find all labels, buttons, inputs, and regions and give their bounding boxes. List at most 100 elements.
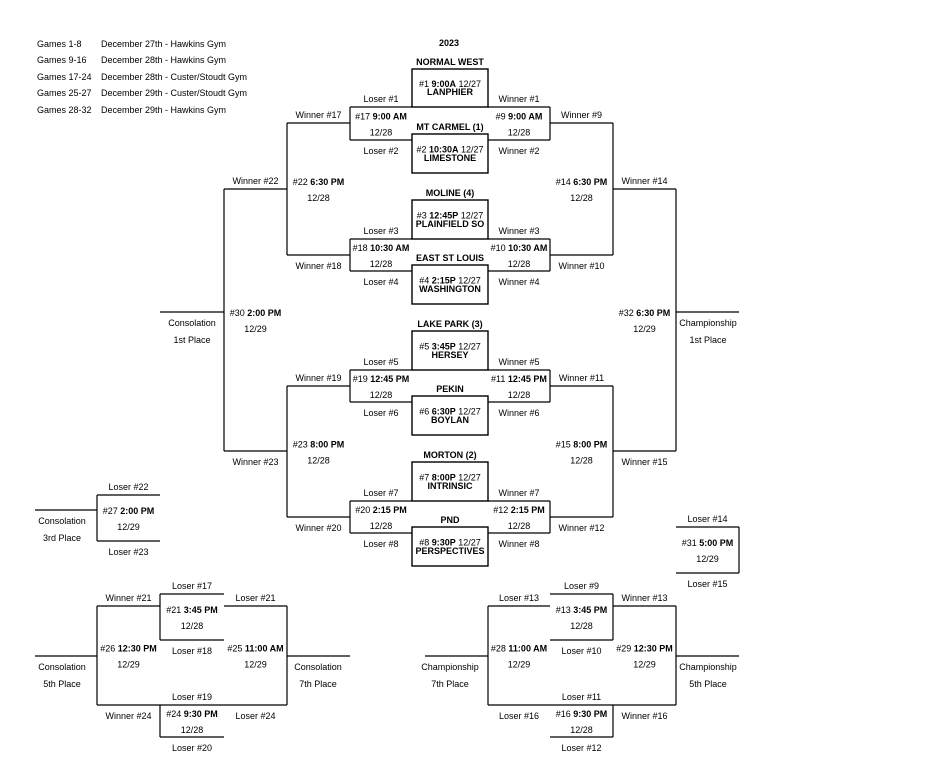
game-time: 3:45 PM (573, 605, 607, 615)
game-date: 12/29 (508, 660, 531, 670)
slot-top: Loser #14 (687, 514, 727, 524)
first-round-game-info: #6 6:30P 12/27 (419, 407, 481, 417)
game-time: 11:00 AM (245, 644, 284, 654)
first-round-box (411, 526, 489, 567)
game-number: #26 (100, 644, 118, 654)
game-date: 12/28 (508, 128, 531, 138)
game-time: 9:00A (431, 79, 456, 89)
schedule-info: December 28th - Hawkins Gym (101, 55, 226, 65)
game-time: 6:30P (432, 407, 456, 417)
game-time: 3:45 PM (184, 605, 218, 615)
game-time: 12:45P (429, 211, 458, 221)
game-date: 12/28 (570, 725, 593, 735)
game-number: #2 (416, 145, 429, 155)
game-info: #11 12:45 PM (491, 374, 547, 384)
slot-bottom: Loser #8 (363, 539, 398, 549)
team-top: LAKE PARK (3) (417, 319, 482, 329)
game-info: #20 2:15 PM (355, 505, 407, 515)
slot-top: Loser #21 (235, 593, 275, 603)
game-info: #21 3:45 PM (166, 605, 218, 615)
first-round-game-info: #3 12:45P 12/27 (417, 211, 484, 221)
game-number: #28 (491, 644, 509, 654)
placement-label: 1st Place (173, 335, 210, 345)
game-info: #12 2:15 PM (493, 505, 545, 515)
placement-label: Consolation (38, 662, 86, 672)
placement-label: Championship (421, 662, 479, 672)
first-round-game-info: #2 10:30A 12/27 (416, 145, 483, 155)
game-number: #25 (227, 644, 245, 654)
slot-bottom: Winner #24 (105, 711, 151, 721)
game-info: #16 9:30 PM (556, 709, 608, 719)
team-bottom: INTRINSIC (428, 481, 474, 491)
slot-top: Winner #1 (498, 94, 539, 104)
schedule-games: Games 9-16 (37, 55, 87, 65)
game-info: #14 6:30 PM (556, 177, 608, 187)
game-time: 11:00 AM (508, 644, 547, 654)
game-date: 12/28 (570, 456, 593, 466)
first-round-box (411, 133, 489, 174)
game-number: #30 (230, 308, 248, 318)
game-time: 10:30 AM (370, 243, 409, 253)
game-date: 12/27 (456, 407, 481, 417)
slot-top: Winner #11 (559, 373, 604, 383)
team-bottom: BOYLAN (431, 415, 469, 425)
game-date: 12/29 (244, 324, 267, 334)
slot-bottom: Winner #20 (295, 523, 341, 533)
game-time: 12:30 PM (634, 644, 673, 654)
game-number: #11 (491, 374, 508, 384)
schedule-info: December 28th - Custer/Stoudt Gym (101, 72, 247, 82)
game-number: #21 (166, 605, 184, 615)
game-number: #14 (556, 177, 574, 187)
game-number: #13 (556, 605, 574, 615)
game-number: #7 (419, 473, 432, 483)
game-number: #4 (419, 276, 432, 286)
game-date: 12/28 (508, 259, 531, 269)
game-time: 2:15 PM (511, 505, 545, 515)
game-time: 12:45 PM (508, 374, 547, 384)
slot-bottom: Loser #2 (363, 146, 398, 156)
game-time: 2:15P (432, 276, 456, 286)
game-number: #23 (293, 440, 311, 450)
game-info: #30 2:00 PM (230, 308, 282, 318)
slot-bottom: Winner #4 (498, 277, 539, 287)
game-number: #31 (682, 538, 700, 548)
game-info: #10 10:30 AM (491, 243, 548, 253)
schedule-games: Games 17-24 (37, 72, 92, 82)
game-time: 6:30 PM (573, 177, 607, 187)
game-info: #17 9:00 AM (355, 112, 407, 122)
game-date: 12/29 (633, 324, 656, 334)
game-number: #12 (493, 505, 511, 515)
game-time: 9:00 AM (508, 112, 542, 122)
game-number: #16 (556, 709, 574, 719)
game-number: #24 (166, 709, 184, 719)
game-date: 12/29 (117, 660, 140, 670)
game-info: #22 6:30 PM (293, 177, 345, 187)
slot-top: Loser #5 (363, 357, 398, 367)
game-number: #15 (556, 440, 574, 450)
slot-top: Loser #1 (363, 94, 398, 104)
game-date: 12/28 (570, 621, 593, 631)
game-info: #23 8:00 PM (293, 440, 345, 450)
first-round-game-info: #4 2:15P 12/27 (419, 276, 481, 286)
slot-top: Winner #14 (621, 176, 667, 186)
slot-top: Winner #13 (621, 593, 667, 603)
page-title: 2023 (439, 38, 459, 48)
placement-label: 5th Place (689, 679, 727, 689)
team-bottom: WASHINGTON (419, 284, 481, 294)
slot-bottom: Winner #2 (498, 146, 539, 156)
placement-label: 7th Place (431, 679, 469, 689)
game-time: 6:30 PM (310, 177, 344, 187)
game-time: 12:30 PM (118, 644, 157, 654)
placement-label: Championship (679, 318, 737, 328)
slot-bottom: Winner #23 (232, 457, 278, 467)
game-info: #19 12:45 PM (353, 374, 410, 384)
game-date: 12/28 (508, 390, 531, 400)
game-number: #18 (353, 243, 371, 253)
game-time: 8:00 PM (310, 440, 344, 450)
slot-bottom: Loser #12 (561, 743, 601, 753)
game-number: #22 (293, 177, 311, 187)
game-date: 12/29 (244, 660, 267, 670)
game-time: 8:00 PM (573, 440, 607, 450)
game-number: #10 (491, 243, 509, 253)
game-number: #17 (355, 112, 373, 122)
